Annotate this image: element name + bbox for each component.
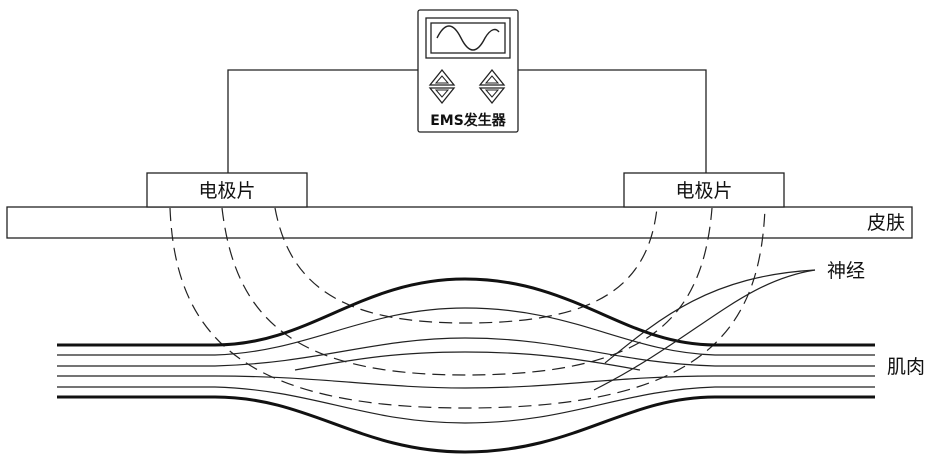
electrode-left-label: 电极片 <box>198 180 255 202</box>
muscle-fiber <box>294 351 641 371</box>
field-line-outer <box>169 207 766 409</box>
nerve-leader-line <box>604 269 816 364</box>
left-control-button <box>428 68 456 105</box>
ems-device: EMS发生器 <box>417 9 519 133</box>
up-down-arrows-icon <box>428 68 456 105</box>
nerve-label: 神经 <box>827 260 865 282</box>
nerve-pointer <box>593 269 816 391</box>
electrode-right-label: 电极片 <box>675 180 732 202</box>
field-line-inner <box>274 207 658 324</box>
muscle-label: 肌肉 <box>887 356 925 378</box>
current-field-lines <box>169 207 766 409</box>
field-line-middle <box>221 207 713 376</box>
electrode-right: 电极片 <box>623 172 785 208</box>
device-screen <box>425 17 511 59</box>
sine-wave-icon <box>436 25 500 51</box>
muscle-bundle <box>57 277 875 454</box>
nerve-leader-line <box>593 269 816 391</box>
device-label: EMS发生器 <box>430 112 507 129</box>
muscle-fiber <box>57 337 875 367</box>
muscle-fiber <box>57 307 875 356</box>
muscle-outline-top <box>57 277 875 347</box>
electrode-left: 电极片 <box>146 172 308 208</box>
muscle-outline-bottom <box>57 395 875 454</box>
skin-layer <box>6 206 913 239</box>
muscle-fiber <box>57 386 875 424</box>
right-wire <box>518 69 707 174</box>
up-down-arrows-icon <box>478 68 506 105</box>
muscle-fiber <box>57 375 875 389</box>
skin-label: 皮肤 <box>867 212 905 234</box>
left-wire <box>227 69 418 174</box>
electrode-right-pad <box>623 172 785 208</box>
right-control-button <box>478 68 506 105</box>
